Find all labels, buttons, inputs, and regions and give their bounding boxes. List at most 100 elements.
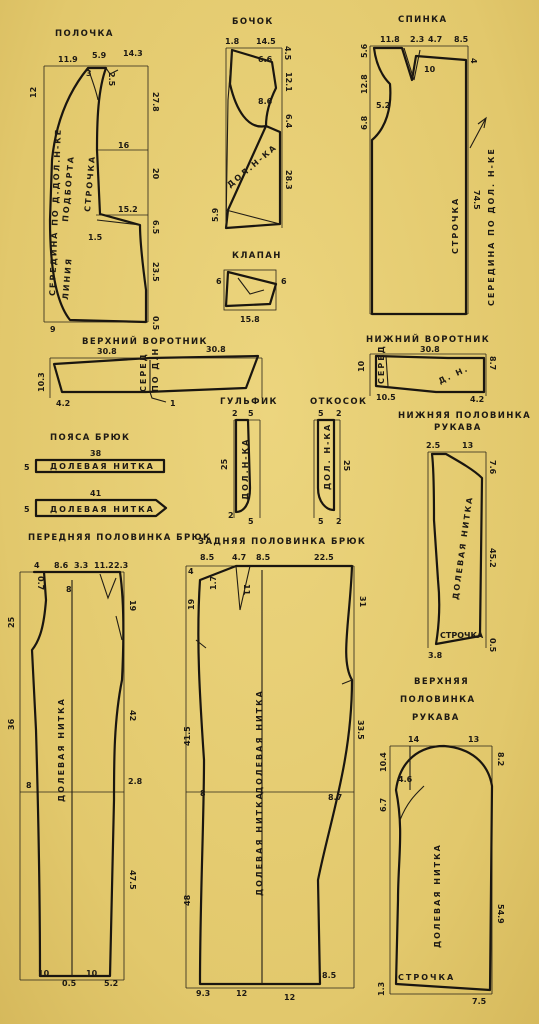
dim-f-0-5: 0.5	[151, 316, 160, 331]
dim-f-14-3: 14.3	[123, 49, 143, 58]
dim-ns-3-8: 3.8	[428, 651, 443, 660]
dim-f-27-8: 27.8	[151, 92, 160, 112]
dim-ts-7-5: 7.5	[472, 997, 487, 1006]
dim-f-16: 16	[118, 141, 130, 150]
belt2-outline	[34, 498, 168, 518]
top-sleeve-piece: ВЕРХНЯЯ ПОЛОВИНКА РУКАВА 14 13 10.4 4.6 …	[377, 677, 505, 1006]
dim-ft-4: 4	[34, 561, 40, 570]
under-collar-frame	[369, 353, 487, 396]
top-sleeve-title-1: ВЕРХНЯЯ	[414, 677, 469, 687]
dim-lc-4-2: 4.2	[470, 395, 484, 404]
dim-bt-33-5: 33.5	[356, 720, 365, 740]
under-collar-mid-label: СЕРЕД	[377, 344, 386, 384]
dim-bt-12a: 12	[236, 989, 247, 998]
dim-bt-9-3: 9.3	[196, 989, 210, 998]
dim-uc-30-8b: 30.8	[206, 345, 226, 354]
dim-ft-0-5: 0.5	[62, 979, 77, 988]
dim-ns-2-5: 2.5	[426, 441, 441, 450]
back-trouser-notches	[195, 639, 353, 685]
belt-pieces: ПОЯСА БРЮК 38 5 ДОЛЕВАЯ НИТКА 41 5 ДОЛЕВ…	[24, 433, 168, 518]
back-trouser-outline	[197, 564, 354, 986]
dim-bt-8: 8	[200, 789, 206, 798]
dim-belt-38: 38	[90, 449, 102, 458]
dim-f-23-5: 23.5	[151, 262, 160, 282]
back-trouser-dart	[235, 565, 263, 984]
dim-ft-25: 25	[7, 616, 16, 628]
back-stitch-label: СТРОЧКА	[451, 197, 460, 254]
under-sleeve-title-1: НИЖНЯЯ ПОЛОВИНКА	[398, 411, 531, 421]
dim-ts-14: 14	[408, 735, 420, 744]
side-title: БОЧОК	[232, 17, 274, 27]
fly-title: ОТКОСОК	[310, 397, 367, 407]
dim-f-1-5: 1.5	[88, 233, 103, 242]
side-grain-label: ДОЛ.Н-КА	[226, 143, 280, 190]
dim-f-3: 3	[86, 69, 92, 78]
dim-ft-8-6: 8.6	[54, 561, 69, 570]
front-lapel	[87, 67, 119, 101]
front-trouser-title: ПЕРЕДНЯЯ ПОЛОВИНКА БРЮК	[28, 533, 211, 543]
dim-ft-8b: 8	[26, 781, 32, 790]
under-collar-title: НИЖНИЙ ВОРОТНИК	[366, 333, 490, 345]
dim-s-6-4: 6.4	[284, 114, 293, 129]
side-inner-lines	[225, 49, 281, 229]
upper-collar-piece: ВЕРХНИЙ ВОРОТНИК 30.8 30.8 10.3 4.2 1 СЕ…	[37, 335, 263, 408]
facing-title: ГУЛЬФИК	[220, 397, 278, 407]
front-trouser-creases	[71, 573, 117, 976]
dim-uc-1: 1	[170, 399, 176, 408]
dim-o-5: 5	[318, 409, 324, 418]
back-title: СПИНКА	[398, 15, 448, 25]
top-sleeve-stitch-label: СТРОЧКА	[398, 973, 455, 982]
under-collar-mid	[385, 355, 389, 387]
dim-ts-4-6: 4.6	[398, 775, 413, 784]
dim-o-2b: 2	[336, 517, 342, 526]
top-sleeve-inner	[399, 746, 425, 821]
flap-outline	[224, 270, 278, 308]
upper-collar-mid	[149, 360, 167, 403]
front-title: ПОЛОЧКА	[55, 29, 114, 39]
dim-g-5b: 5	[248, 517, 254, 526]
dim-g-25: 25	[220, 458, 229, 470]
dim-s-5-9: 5.9	[211, 207, 220, 222]
front-outline	[48, 66, 148, 324]
dim-ts-54-9: 54.9	[496, 904, 505, 924]
dim-ft-2-8: 2.8	[128, 777, 143, 786]
dim-o-5b: 5	[318, 517, 324, 526]
top-sleeve-title-3: РУКАВА	[412, 713, 460, 723]
flap-inner	[237, 277, 265, 295]
dim-bt-41-5: 41.5	[183, 726, 192, 746]
under-sleeve-grain-label: ДОЛЕВАЯ НИТКА	[451, 495, 475, 600]
front-trouser-outline	[30, 570, 125, 978]
upper-collar-title: ВЕРХНИЙ ВОРОТНИК	[82, 335, 208, 347]
under-collar-piece: НИЖНИЙ ВОРОТНИК 30.8 10 8.7 10.5 4.2 СЕР…	[357, 333, 497, 404]
front-stitch-label: СТРОЧКА	[83, 154, 97, 212]
dim-f-5-9: 5.9	[92, 51, 107, 60]
dim-lc-10-5: 10.5	[376, 393, 396, 402]
fly-grain-label: ДОЛ. Н-КА	[323, 423, 332, 490]
dim-g-2: 2	[232, 409, 238, 418]
dim-ft-8: 8	[66, 585, 72, 594]
dim-s-28-3: 28.3	[284, 170, 293, 190]
front-center-label: СЕРЕДИНА ПО Д.ДОЛ.Н-КЕ	[48, 128, 63, 296]
dim-g-5: 5	[248, 409, 254, 418]
dim-f-9: 9	[50, 325, 56, 334]
front-frame	[43, 65, 149, 323]
dim-s-1-8: 1.8	[225, 37, 240, 46]
dim-s-14-5: 14.5	[256, 37, 276, 46]
belt1-outline	[34, 458, 166, 474]
dim-k-6b: 6	[281, 277, 287, 286]
dim-ns-0-5: 0.5	[488, 638, 497, 653]
dim-ts-6-7: 6.7	[379, 798, 388, 812]
dim-f-6-5: 6.5	[151, 220, 160, 235]
dim-ft-47-5: 47.5	[128, 870, 137, 890]
under-sleeve-frame	[427, 451, 487, 648]
upper-collar-grain-label: ПО Д.Н	[151, 347, 160, 392]
top-sleeve-title-2: ПОЛОВИНКА	[400, 695, 475, 705]
facing-piece: ГУЛЬФИК 2 5 25 2 5 ДОЛ.Н-КА	[220, 397, 278, 526]
dim-bt-22-5: 22.5	[314, 553, 334, 562]
dim-ft-0-7: 0.7	[36, 576, 45, 590]
flap-title: КЛАПАН	[232, 251, 282, 261]
back-trouser-title: ЗАДНЯЯ ПОЛОВИНКА БРЮК	[198, 537, 366, 547]
dim-ft-10: 10	[38, 969, 50, 978]
dim-bt-8-5b: 8.5	[256, 553, 271, 562]
